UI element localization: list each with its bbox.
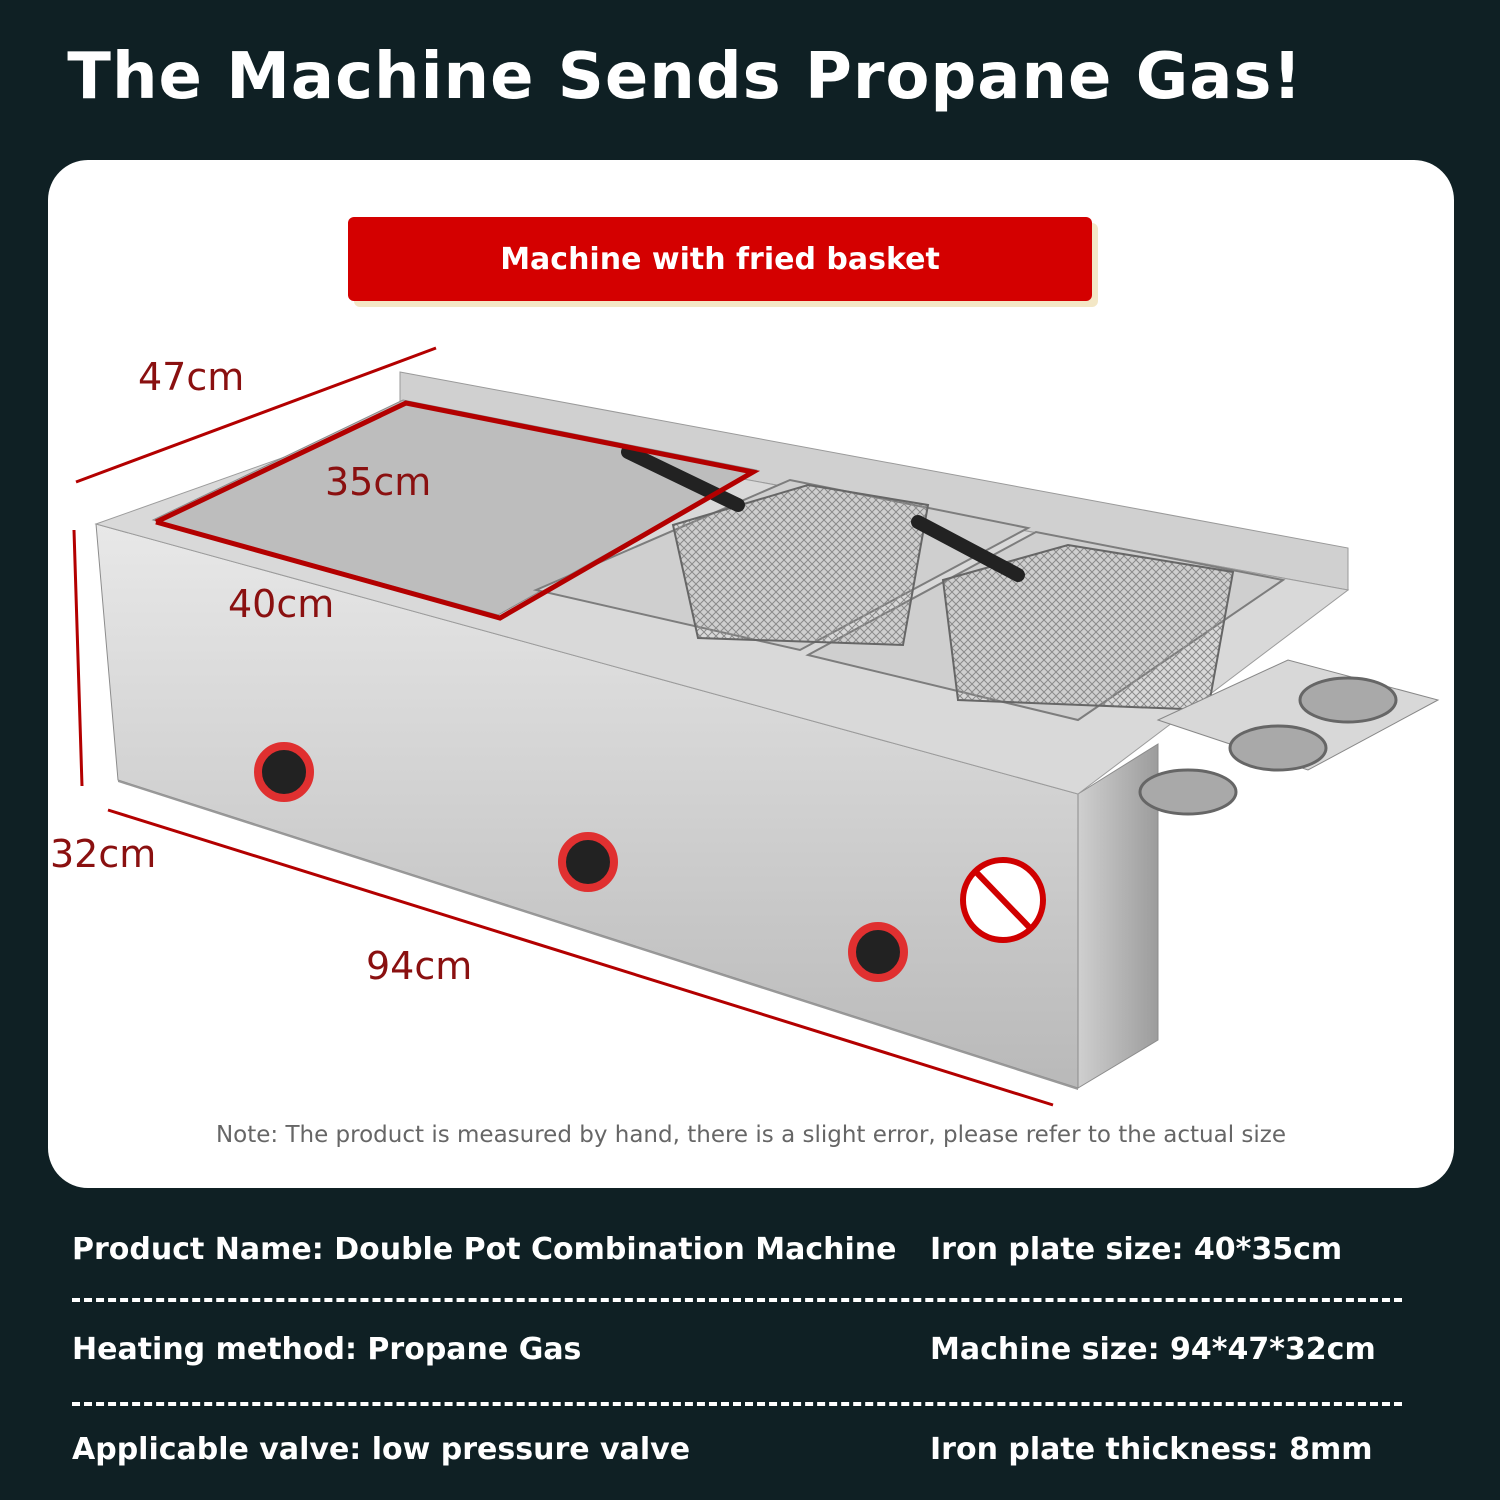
spec-row: Product Name: Double Pot Combination Mac… bbox=[72, 1232, 1412, 1282]
knob-middle bbox=[558, 832, 618, 892]
spec-row: Applicable valve: low pressure valve Iro… bbox=[72, 1432, 1412, 1482]
basket-handle-left bbox=[621, 445, 745, 512]
dimension-line-height bbox=[72, 529, 84, 787]
product-card: Machine with fried basket bbox=[48, 160, 1454, 1188]
front-panel bbox=[95, 523, 1159, 1090]
product-illustration bbox=[72, 346, 1440, 1107]
control-knobs bbox=[254, 742, 908, 982]
measurement-note: Note: The product is measured by hand, t… bbox=[215, 1122, 1287, 1148]
spec-plate-thickness: Iron plate thickness: 8mm bbox=[930, 1432, 1373, 1467]
dimension-height-label: 32cm bbox=[50, 832, 157, 876]
dimension-line-length bbox=[107, 808, 1054, 1107]
fry-baskets bbox=[621, 445, 1235, 712]
spec-iron-plate-size: Iron plate size: 40*35cm bbox=[930, 1232, 1343, 1267]
dimension-depth-label: 47cm bbox=[138, 355, 245, 399]
dimension-line-depth bbox=[75, 346, 437, 484]
knob-left bbox=[254, 742, 314, 802]
dimension-plate-width-label: 40cm bbox=[228, 582, 335, 626]
basket-handle-right bbox=[911, 515, 1025, 582]
dimension-plate-depth-label: 35cm bbox=[325, 460, 432, 504]
dimension-lines bbox=[72, 346, 1054, 1107]
spec-product-name: Product Name: Double Pot Combination Mac… bbox=[72, 1232, 897, 1267]
knob-right bbox=[848, 922, 908, 982]
dimension-length-label: 94cm bbox=[366, 944, 473, 988]
spec-machine-size: Machine size: 94*47*32cm bbox=[930, 1332, 1376, 1367]
side-cups bbox=[1138, 659, 1440, 816]
spec-heating-method: Heating method: Propane Gas bbox=[72, 1332, 582, 1367]
warning-sign-icon bbox=[960, 857, 1046, 943]
dimension-line-plate bbox=[154, 400, 761, 621]
spec-divider bbox=[72, 1298, 1402, 1302]
spec-divider bbox=[72, 1402, 1402, 1406]
spec-row: Heating method: Propane Gas Machine size… bbox=[72, 1332, 1412, 1382]
page-title: The Machine Sends Propane Gas! bbox=[67, 40, 1303, 114]
spec-applicable-valve: Applicable valve: low pressure valve bbox=[72, 1432, 691, 1467]
badge-label: Machine with fried basket bbox=[348, 217, 1092, 301]
